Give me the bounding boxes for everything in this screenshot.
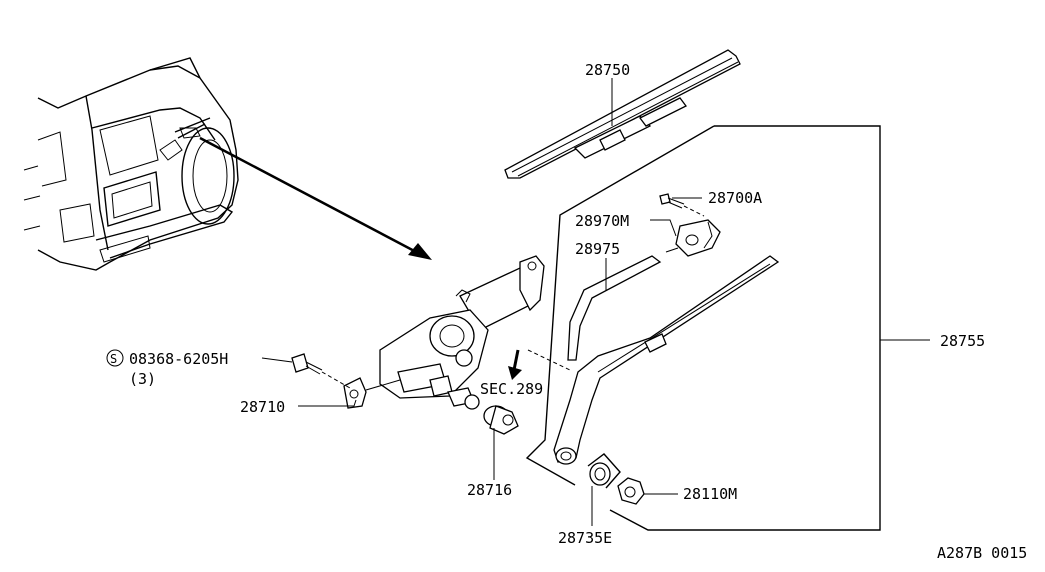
mounting-bolt-part	[291, 353, 351, 389]
wiper-motor-part	[343, 255, 545, 410]
washer-part	[587, 453, 621, 489]
label-washer: 28735E	[558, 529, 612, 547]
bolt-spec-circle	[106, 349, 124, 367]
label-sec-ref: SEC.289	[480, 380, 543, 398]
wiper-blade-part	[504, 49, 741, 179]
label-blade: 28750	[585, 61, 630, 79]
label-rubber: 28975	[575, 240, 620, 258]
cap-bolt-part	[659, 193, 705, 217]
arm-assembly-bracket	[525, 125, 881, 531]
label-bolt-spec: 08368-6205H	[129, 350, 228, 368]
label-arm-assy: 28755	[940, 332, 985, 350]
sec-ref-arrow	[508, 349, 571, 380]
label-motor: 28710	[240, 398, 285, 416]
label-bushing: 28716	[467, 481, 512, 499]
label-cap: 28970M	[575, 212, 629, 230]
leader-cap	[650, 219, 677, 237]
label-nut: 28110M	[683, 485, 737, 503]
vehicle-rear-illustration	[23, 57, 239, 271]
pivot-cap-part	[665, 219, 721, 257]
nut-part	[617, 477, 645, 505]
leader-bolt	[261, 357, 293, 363]
leader-motor	[298, 399, 357, 407]
bushing-part	[483, 405, 519, 435]
location-arrow	[199, 136, 432, 260]
label-bolt-circle: S	[110, 352, 117, 366]
arm-rubber-part	[567, 255, 662, 361]
wiper-arm-part	[553, 255, 780, 465]
label-diagram-code: A287B 0015	[937, 544, 1027, 562]
label-bolt-qty: (3)	[129, 370, 156, 388]
label-cap-bolt: 28700A	[708, 189, 762, 207]
